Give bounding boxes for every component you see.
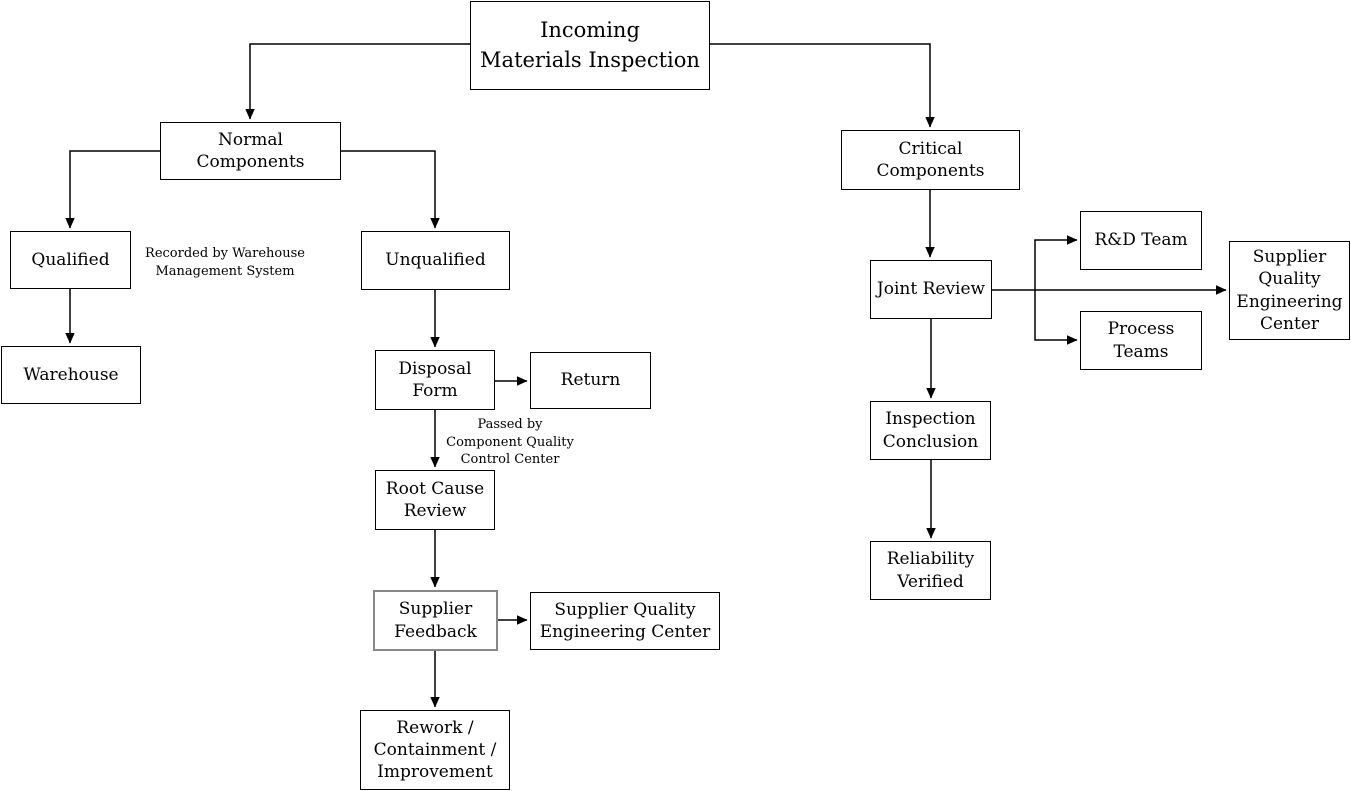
node-supplier-quality-engineering-center-left: Supplier Quality Engineering Center: [530, 592, 720, 650]
annotation-passed-by-cqcc: Passed by Component Quality Control Cent…: [446, 417, 574, 468]
node-warehouse: Warehouse: [1, 346, 141, 404]
node-incoming-materials-inspection: Incoming Materials Inspection: [470, 1, 710, 90]
node-reliability-verified: Reliability Verified: [870, 541, 991, 600]
node-supplier-feedback: Supplier Feedback: [373, 590, 498, 651]
node-qualified: Qualified: [10, 231, 131, 289]
node-root-cause-review: Root Cause Review: [375, 470, 495, 530]
annotation-recorded-by-warehouse: Recorded by Warehouse Management System: [145, 246, 305, 279]
edge-joint-processteams: [1034, 290, 1078, 345]
edge-joint-rdteam: [1034, 235, 1078, 290]
node-unqualified: Unqualified: [361, 231, 510, 290]
edge-title-critical: [710, 43, 935, 128]
node-inspection-conclusion: Inspection Conclusion: [870, 401, 991, 460]
edge-title-normal: [245, 43, 470, 120]
node-process-teams: Process Teams: [1080, 311, 1202, 370]
node-return: Return: [530, 352, 651, 409]
node-rd-team: R&D Team: [1080, 211, 1202, 270]
edge-normal-unqualified: [341, 150, 440, 229]
node-rework-containment-improvement: Rework / Containment / Improvement: [360, 710, 510, 790]
node-normal-components: Normal Components: [160, 122, 341, 180]
node-joint-review: Joint Review: [870, 260, 992, 319]
edge-normal-qualified: [65, 150, 160, 229]
node-supplier-quality-engineering-center-right: Supplier Quality Engineering Center: [1229, 241, 1350, 340]
node-disposal-form: Disposal Form: [375, 350, 495, 410]
node-critical-components: Critical Components: [841, 130, 1020, 190]
